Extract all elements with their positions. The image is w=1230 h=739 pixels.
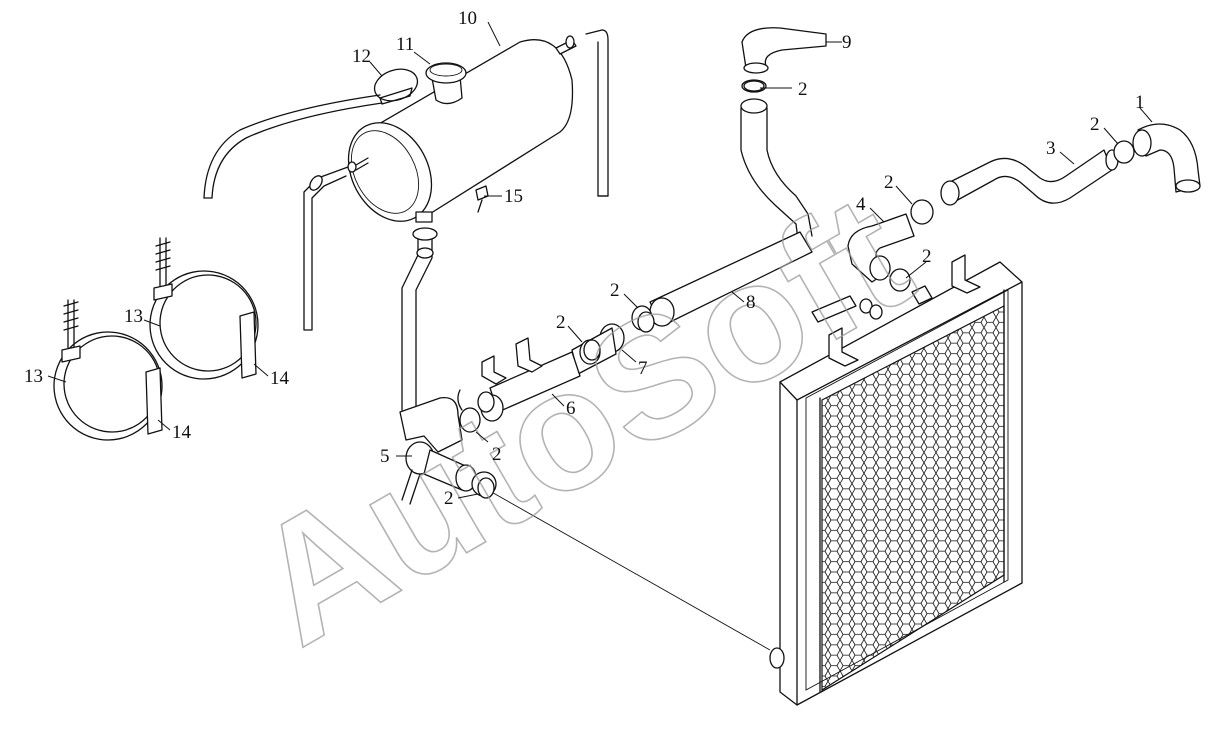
- label-13-front: 13: [24, 366, 43, 387]
- label-13-rear: 13: [124, 306, 143, 327]
- hose-4: [811, 199, 934, 323]
- label-2-lower-clamp: 2: [492, 444, 502, 465]
- filler-cap: [425, 62, 467, 84]
- vent-hoses: [203, 29, 609, 331]
- label-14-rear: 14: [270, 368, 290, 389]
- routing-line: [487, 489, 771, 651]
- label-10: 10: [458, 8, 477, 29]
- hose-3: [940, 140, 1135, 206]
- expansion-tank: [347, 35, 577, 223]
- label-8: 8: [746, 292, 756, 313]
- radiator-outlet: [769, 647, 785, 669]
- label-12: 12: [352, 46, 371, 67]
- label-2-pipe7-clamp: 2: [556, 312, 566, 333]
- label-6: 6: [566, 398, 576, 419]
- mounting-clamp-rear: [149, 237, 259, 380]
- radiator-bracket-left: [828, 327, 859, 367]
- radiator-bracket-right: [951, 254, 981, 294]
- part-labels: 1 2 3 2 4 2 2 9 10 11 12 15 2 2 8 7 6 2 …: [24, 8, 1145, 509]
- drain-fitting: [475, 185, 489, 201]
- label-4: 4: [856, 194, 866, 215]
- label-7: 7: [638, 358, 648, 379]
- label-2-elbow-clamp: 2: [444, 488, 454, 509]
- label-2-hose1-clamp: 2: [1090, 114, 1100, 135]
- label-9: 9: [842, 32, 852, 53]
- mounting-clamp-front: [53, 299, 163, 441]
- tank-outlet-pipe: [401, 227, 438, 413]
- label-11: 11: [396, 34, 414, 55]
- label-2-upper-clamp: 2: [798, 79, 808, 100]
- radiator: [769, 254, 1023, 706]
- label-3: 3: [1046, 138, 1056, 159]
- hose-1: [1132, 123, 1201, 193]
- label-5: 5: [380, 446, 390, 467]
- label-2-hose3-clamp: 2: [884, 172, 894, 193]
- leader-lines: [47, 21, 1153, 499]
- label-15: 15: [504, 186, 523, 207]
- label-14-front: 14: [172, 422, 192, 443]
- hose-clamps: [477, 80, 765, 499]
- radiator-inlet: [911, 285, 933, 305]
- label-2-hose4-clamp: 2: [922, 246, 932, 267]
- label-1: 1: [1135, 92, 1145, 113]
- label-2-pipe8-clamp: 2: [610, 280, 620, 301]
